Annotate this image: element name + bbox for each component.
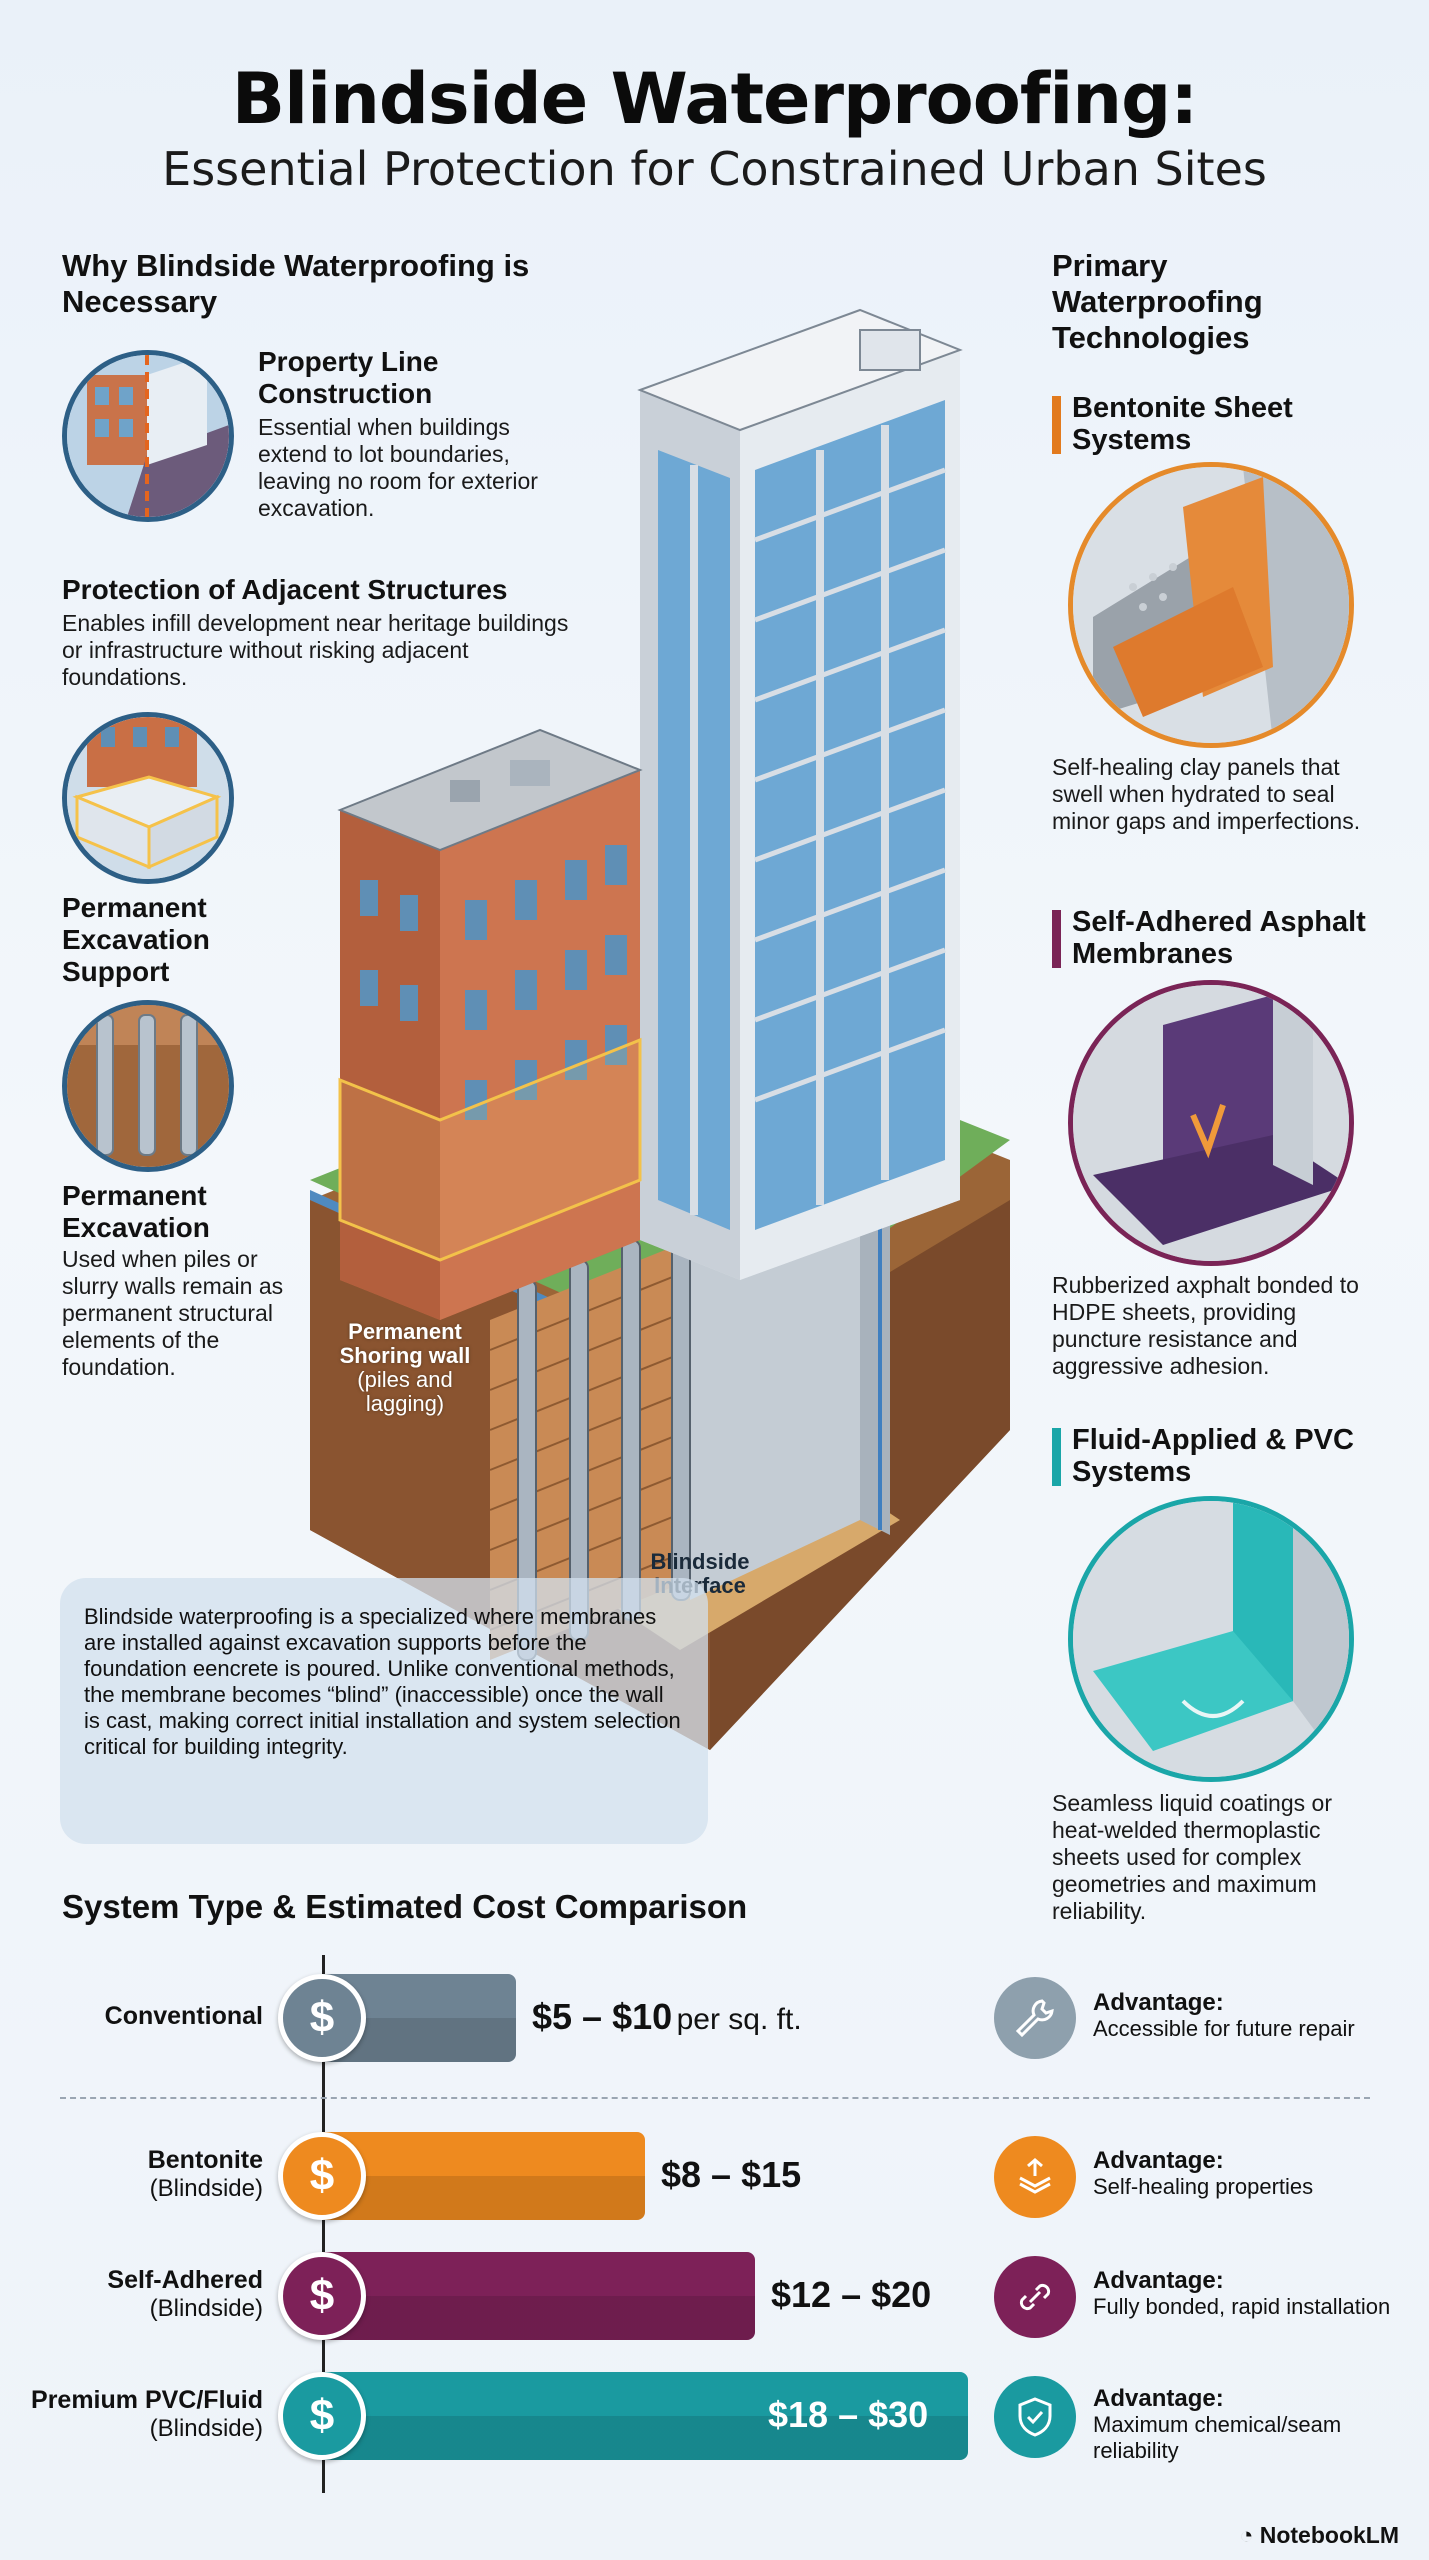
shield-check-icon: [994, 2376, 1076, 2458]
row-label-bentonite: Bentonite(Blindside): [147, 2146, 263, 2202]
right-heading: Primary Waterproofing Technologies: [1052, 248, 1263, 355]
cost-comparison-title: System Type & Estimated Cost Comparison: [62, 1888, 748, 1925]
tech-item-self-adhered: Self-Adhered Asphalt Membranes: [1052, 906, 1402, 970]
property-line-illustration: [62, 350, 234, 522]
advantage-premium: Advantage:Maximum chemical/seam reliabil…: [1093, 2385, 1342, 2464]
tech-title-fluid-pvc: Fluid-Applied & PVC Systems: [1072, 1424, 1354, 1488]
advantage-self-adhered: Advantage:Fully bonded, rapid installati…: [1093, 2267, 1391, 2320]
notebooklm-logo-icon: ◔: [1239, 2522, 1254, 2548]
row-label-conventional: Conventional: [104, 2002, 263, 2030]
tech-title-bentonite: Bentonite Sheet Systems: [1072, 392, 1293, 456]
accent-bar: [1052, 396, 1061, 454]
left-item-title-3: Permanent Excavation Support: [62, 892, 210, 987]
asphalt-membrane-illustration: [1068, 980, 1354, 1266]
cost-bar-bentonite: [322, 2132, 645, 2220]
building-cross-section-illustration: Permanent Shoring wall (piles and laggin…: [310, 308, 1010, 1750]
divider: [60, 2097, 1370, 2099]
left-item-title-1: Property Line Construction: [258, 346, 439, 409]
page-title: Blindside Waterproofing:: [231, 58, 1199, 140]
left-item-body-4: Used when piles or slurry walls remain a…: [62, 1246, 284, 1380]
price-self-adhered: $12 – $20: [771, 2274, 932, 2315]
cost-bar-self-adhered: [322, 2252, 755, 2340]
page-subtitle: Essential Protection for Constrained Urb…: [162, 142, 1267, 196]
left-heading: Why Blindside Waterproofing is Necessary: [62, 248, 530, 319]
definition-box: Blindside waterproofing is a specialized…: [60, 1578, 708, 1844]
link-icon: [994, 2256, 1076, 2338]
shoring-wall-label: Permanent Shoring wall: [339, 1320, 471, 1368]
accent-bar: [1052, 910, 1061, 968]
tech-body-fluid-pvc: Seamless liquid coatings or heat-welded …: [1052, 1790, 1332, 1924]
price-conventional: $5 – $10 per sq. ft.: [532, 1996, 802, 2037]
dollar-coin-icon: $: [278, 2252, 366, 2340]
swell-icon: [994, 2136, 1076, 2218]
left-item-body-2: Enables infill development near heritage…: [62, 610, 569, 690]
accent-bar: [1052, 1428, 1061, 1486]
advantage-conventional: Advantage:Accessible for future repair: [1093, 1989, 1355, 2042]
adjacent-structure-illustration: [62, 712, 234, 884]
tech-item-fluid-pvc: Fluid-Applied & PVC Systems: [1052, 1424, 1392, 1488]
tech-item-bentonite: Bentonite Sheet Systems: [1052, 392, 1392, 456]
dollar-coin-icon: $: [278, 2132, 366, 2220]
wrench-icon: [994, 1977, 1076, 2059]
row-label-premium: Premium PVC/Fluid(Blindside): [31, 2386, 263, 2442]
left-item-body-1: Essential when buildings extend to lot b…: [258, 414, 538, 521]
tech-title-self-adhered: Self-Adhered Asphalt Membranes: [1072, 906, 1366, 970]
tech-body-self-adhered: Rubberized axphalt bonded to HDPE sheets…: [1052, 1272, 1359, 1379]
left-item-title-2: Protection of Adjacent Structures: [62, 574, 508, 605]
tech-body-bentonite: Self-healing clay panels that swell when…: [1052, 754, 1361, 834]
excavation-support-illustration: [62, 1000, 234, 1172]
shoring-wall-sublabel: (piles and lagging): [357, 1367, 453, 1416]
dollar-coin-icon: $: [278, 2372, 366, 2460]
footer-brand: ◔ NotebookLM: [1239, 2522, 1399, 2548]
price-bentonite: $8 – $15: [661, 2154, 802, 2195]
left-item-title-4: Permanent Excavation: [62, 1180, 210, 1243]
cost-bar-premium: [322, 2372, 968, 2460]
dollar-coin-icon: $: [278, 1974, 366, 2062]
price-premium: $18 – $30: [768, 2394, 929, 2435]
bentonite-illustration: [1068, 462, 1354, 748]
advantage-bentonite: Advantage:Self-healing properties: [1093, 2147, 1314, 2200]
row-label-self-adhered: Self-Adhered(Blindside): [107, 2266, 263, 2322]
chart-axis: [322, 1955, 325, 2493]
fluid-pvc-illustration: [1068, 1496, 1354, 1782]
